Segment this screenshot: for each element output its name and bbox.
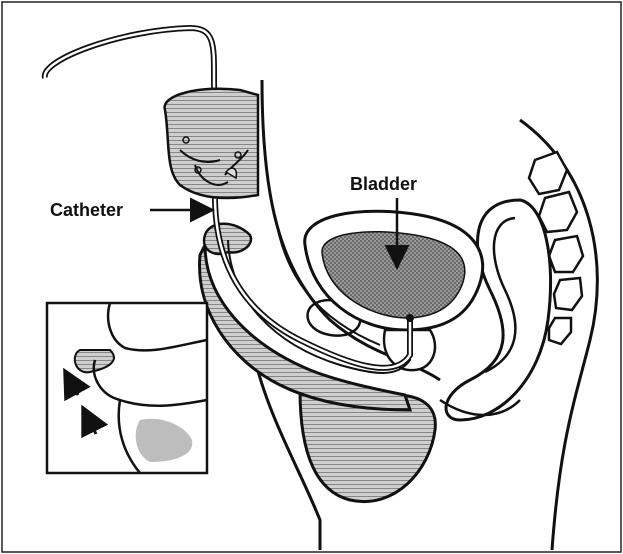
hand (165, 89, 258, 198)
label-bladder: Bladder (350, 174, 417, 194)
label-catheter: Catheter (50, 200, 123, 220)
inset-retraction-view (47, 303, 207, 473)
